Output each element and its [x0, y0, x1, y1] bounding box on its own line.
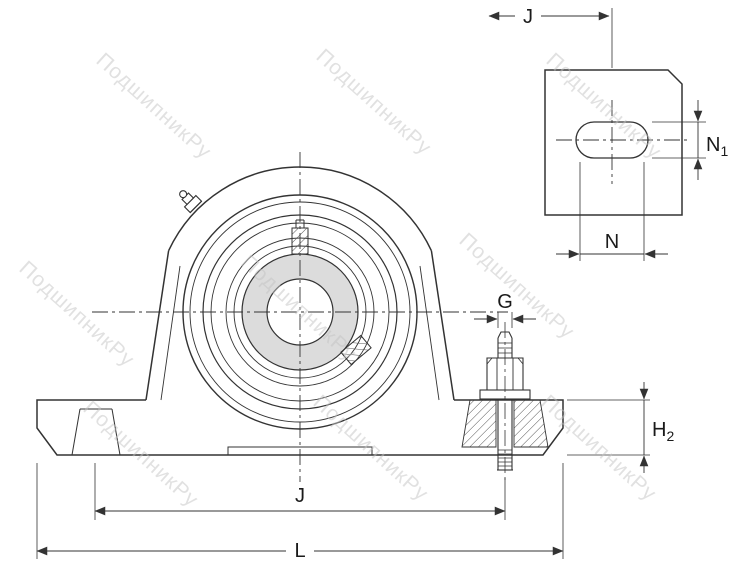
- dim-label-j-bottom: J: [295, 485, 305, 507]
- front-view-centerlines: [92, 152, 508, 482]
- watermark-text: ПодшипникРу: [537, 391, 661, 506]
- section-hatching: [461, 399, 497, 448]
- dim-label-l: L: [294, 540, 305, 562]
- watermark-text: ПодшипникРу: [92, 49, 216, 164]
- dim-l: L: [36, 463, 564, 562]
- grease-fitting-icon: [179, 190, 203, 214]
- dim-h2: H2: [567, 382, 674, 473]
- watermark-text: ПодшипникРу: [79, 397, 203, 512]
- dim-g: G: [474, 291, 536, 328]
- dim-label-g: G: [497, 291, 513, 313]
- top-view-centerlines: [556, 100, 690, 184]
- front-view: [36, 152, 564, 482]
- watermark-text: ПодшипникРу: [455, 229, 579, 344]
- dim-n1: N1: [652, 100, 728, 180]
- mounting-bolt: [461, 322, 549, 480]
- dim-label-h2: H2: [652, 419, 674, 444]
- base-plate-outline: [544, 69, 683, 216]
- watermark-text: ПодшипникРу: [15, 257, 139, 372]
- top-view: [544, 69, 690, 216]
- dim-j-top: J: [488, 6, 613, 68]
- section-hatching: [513, 399, 549, 448]
- watermark-text: ПодшипникРу: [312, 45, 436, 160]
- dim-j-bottom: J: [94, 463, 506, 520]
- watermark-text: ПодшипникРу: [542, 49, 666, 164]
- dim-label-j-top: J: [523, 6, 533, 28]
- set-screw-side: [340, 334, 372, 366]
- watermark-text: ПодшипникРу: [309, 391, 433, 506]
- dim-label-n1: N1: [706, 134, 728, 159]
- dim-label-n: N: [605, 231, 619, 253]
- mounting-slot: [575, 121, 649, 159]
- dimensions: J N1 N G: [36, 6, 728, 562]
- dim-n: N: [556, 162, 668, 261]
